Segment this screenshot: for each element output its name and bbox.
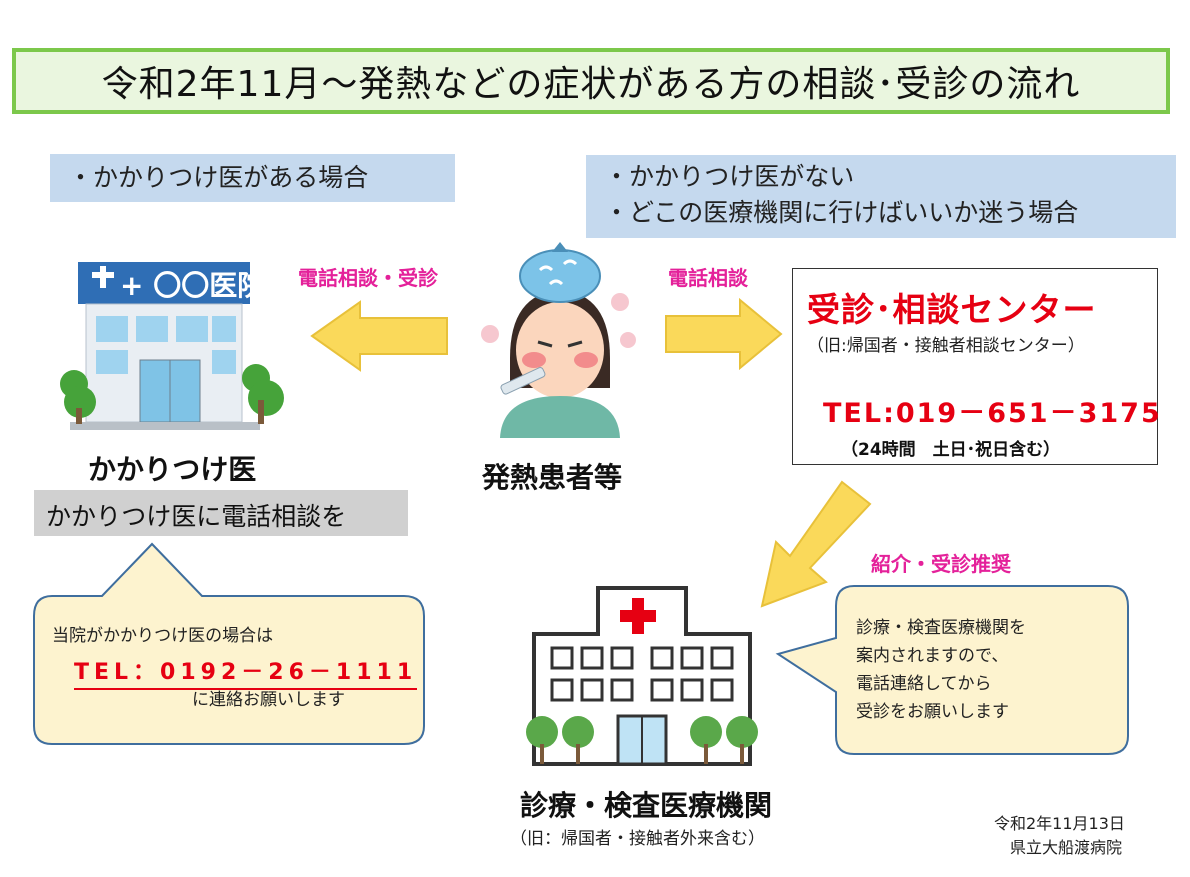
right-bubble-line-2: 案内されますので、	[856, 646, 1009, 666]
right-bubble-shape	[775, 585, 1129, 755]
left-bubble-line-2: に連絡お願いします	[192, 690, 345, 710]
right-bubble-line-1: 診療・検査医療機関を	[856, 618, 1026, 638]
right-bubble-line-3: 電話連絡してから	[856, 674, 992, 694]
center-title: 受診･相談センター	[807, 290, 1097, 329]
clinic-advice: かかりつけ医に電話相談を	[34, 490, 408, 536]
footer-org: 県立大船渡病院	[1010, 838, 1123, 857]
right-bubble-text: 診療・検査医療機関を 案内されますので、 電話連絡してから 受診をお願いします	[856, 614, 1026, 726]
case-without-doctor: ・かかりつけ医がない ・どこの医療機関に行けばいいか迷う場合	[586, 155, 1176, 238]
left-bubble-shape	[33, 542, 425, 745]
facility-subtitle: （旧：帰国者・接触者外来含む）	[510, 829, 765, 849]
patient-label: 発熱患者等	[482, 461, 623, 494]
center-hours: （24時間 土日･祝日含む）	[841, 440, 1061, 460]
center-phone: TEL:019－651－3175	[823, 398, 1162, 429]
page-title: 令和2年11月～発熱などの症状がある方の相談･受診の流れ	[101, 64, 1081, 105]
case-without-doctor-line-1: ・かかりつけ医がない	[604, 162, 855, 191]
arrow-right-label: 電話相談	[668, 266, 748, 290]
arrow-right-icon	[665, 298, 783, 370]
arrow-down-left-icon	[760, 480, 872, 608]
left-bubble-phone: TEL：0192－26－1111	[74, 654, 418, 690]
consultation-center-box: 受診･相談センター （旧:帰国者・接触者相談センター） TEL:019－651－…	[792, 268, 1160, 465]
case-with-doctor: ・かかりつけ医がある場合	[50, 154, 455, 202]
page-title-box: 令和2年11月～発熱などの症状がある方の相談･受診の流れ	[12, 48, 1170, 114]
clinic-advice-text: かかりつけ医に電話相談を	[46, 502, 347, 531]
center-subtitle: （旧:帰国者・接触者相談センター）	[807, 336, 1085, 356]
footer-date: 令和2年11月13日	[994, 814, 1125, 833]
clinic-building-icon: + 〇〇医院	[60, 262, 284, 430]
case-without-doctor-line-2: ・どこの医療機関に行けばいいか迷う場合	[604, 198, 1079, 227]
case-with-doctor-text: ・かかりつけ医がある場合	[68, 163, 369, 192]
arrow-down-label: 紹介・受診推奨	[871, 552, 1011, 576]
arrow-left-label: 電話相談・受診	[298, 266, 438, 290]
facility-label: 診療・検査医療機関	[520, 789, 773, 822]
fever-patient-icon	[481, 242, 636, 438]
clinic-sign: + 〇〇医院	[120, 269, 265, 302]
arrow-left-icon	[310, 300, 448, 372]
clinic-label: かかりつけ医	[88, 453, 257, 486]
right-bubble-line-4: 受診をお願いします	[856, 702, 1009, 722]
left-bubble-line-1: 当院がかかりつけ医の場合は	[52, 626, 274, 646]
hospital-building-icon	[526, 586, 758, 766]
